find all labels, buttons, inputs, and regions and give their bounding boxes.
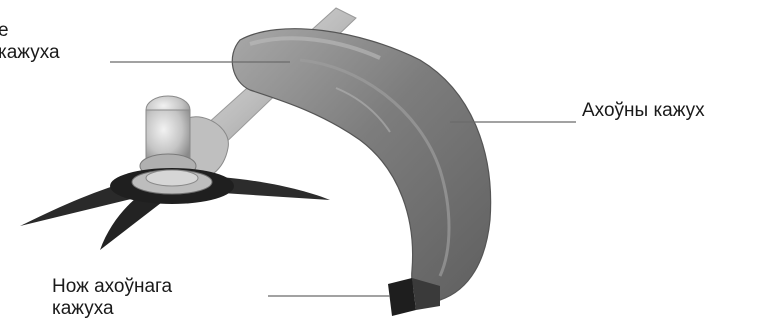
- label-top-left-line2: кажуха: [0, 42, 60, 64]
- label-guard-knife-line1: Нож ахоўнага: [52, 276, 172, 298]
- cutting-blade: [20, 168, 330, 250]
- label-protective-guard: Ахоўны кажух: [582, 100, 705, 122]
- protective-guard: [232, 29, 490, 302]
- label-top-left: е кажуха: [0, 20, 60, 64]
- label-guard-knife: Нож ахоўнага кажуха: [52, 276, 172, 320]
- label-guard-knife-line2: кажуха: [52, 298, 172, 320]
- label-top-left-line1: е: [0, 20, 60, 42]
- gearbox-head: [140, 96, 228, 179]
